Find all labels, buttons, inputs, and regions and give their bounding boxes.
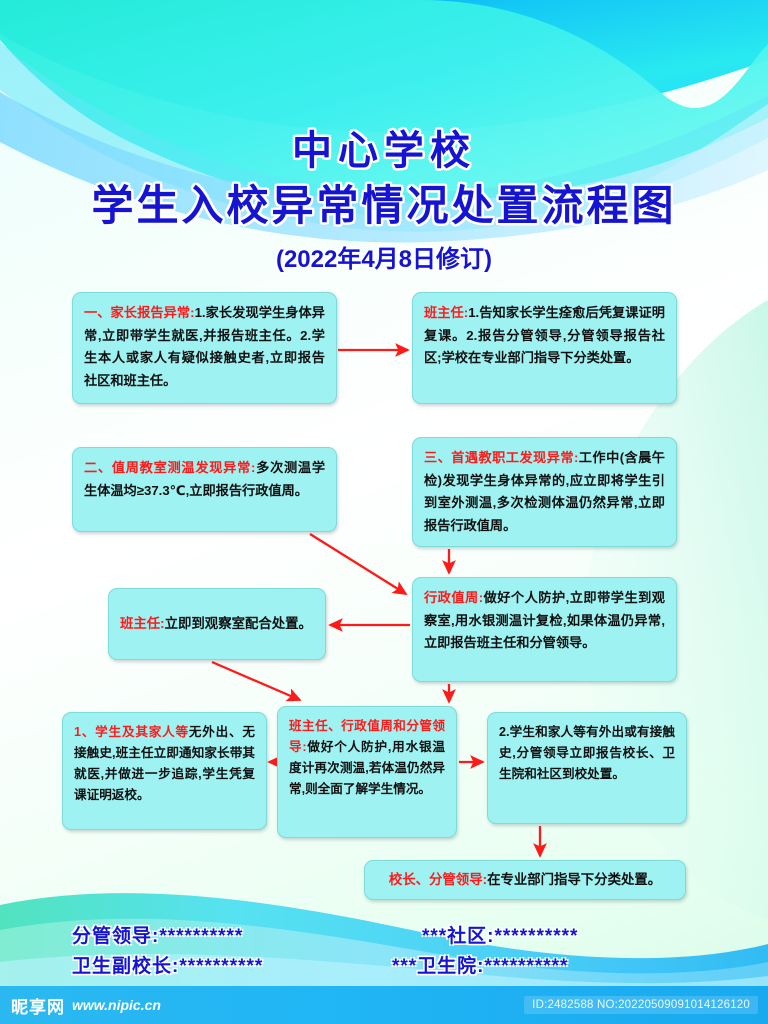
title-line-school: 中心学校 xyxy=(292,129,476,173)
flow-box-admin-duty-heading: 行政值周: xyxy=(424,590,484,605)
flow-box-parent-report: 一、家长报告异常:1.家长发现学生身体异常,立即带学生就医,并报告班主任。2.学… xyxy=(72,292,337,404)
flow-box-teacher-observe-body: 立即到观察室配合处置。 xyxy=(164,615,312,631)
flow-box-case-one-body: 无外出、无接触史,班主任立即通知家长带其就医,并做进一步追踪,学生凭复课证明返校… xyxy=(74,725,256,803)
flow-box-admin-duty: 行政值周:做好个人防护,立即带学生到观察室,用水银测温计复检,如果体温仍异常,立… xyxy=(412,577,677,682)
flow-box-case-one: 1、学生及其家人等无外出、无接触史,班主任立即通知家长带其就医,并做进一步追踪,… xyxy=(62,712,267,830)
flow-box-admin-duty-body: 做好个人防护,立即带学生到观察室,用水银测温计复检,如果体温仍异常,立即报告班主… xyxy=(424,590,665,651)
page-title: 中心学校 学生入校异常情况处置流程图 (2022年4月8日修订) xyxy=(0,128,768,274)
flow-box-case-middle-heading: 班主任、行政值周和分管领导: xyxy=(289,719,445,755)
title-line-revision: (2022年4月8日修订) xyxy=(275,245,493,273)
flow-box-weekly-duty-classroom-heading: 二、值周教室测温发现异常: xyxy=(84,460,256,475)
flow-box-case-two-body: 2.学生和家人等有外出或有接触史,分管领导立即报告校长、卫生院和社区到校处置。 xyxy=(499,725,675,782)
flow-box-parent-report-body: 1.家长发现学生身体异常,立即带学生就医,并报告班主任。2.学生本人或家人有疑似… xyxy=(84,305,325,389)
flow-box-staff-first-contact-heading: 三、首遇教职工发现异常: xyxy=(424,450,579,465)
flow-box-principal-heading: 校长、分管领导: xyxy=(388,872,488,888)
watermark-id-badge: ID:2482588 NO:20220509091014126120 xyxy=(524,996,758,1014)
footer-health-center: ***卫生院:********** xyxy=(392,956,569,977)
nipic-url: www.nipic.cn xyxy=(72,997,161,1013)
footer-supervising-leader: 分管领导:********** xyxy=(72,926,244,947)
flow-box-case-middle-body: 做好个人防护,用水银温度计再次测温,若体温仍然异常,则全面了解学生情况。 xyxy=(289,740,445,797)
footer-community: ***社区:********** xyxy=(422,926,579,947)
flow-box-teacher-observe: 班主任:立即到观察室配合处置。 xyxy=(108,588,326,660)
flow-box-staff-first-contact-body: 工作中(含晨午检)发现学生身体异常的,应立即将学生引到室外测温,多次检测体温仍然… xyxy=(424,450,665,534)
flow-box-teacher-response-heading: 班主任: xyxy=(424,305,469,320)
flow-box-principal-body: 在专业部门指导下分类处置。 xyxy=(487,872,662,888)
footer-health-vice-principal: 卫生副校长:********** xyxy=(72,956,264,977)
flow-box-case-one-heading: 1、学生及其家人等 xyxy=(74,725,189,739)
flow-box-staff-first-contact: 三、首遇教职工发现异常:工作中(含晨午检)发现学生身体异常的,应立即将学生引到室… xyxy=(412,437,677,547)
flow-box-principal: 校长、分管领导:在专业部门指导下分类处置。 xyxy=(364,860,686,900)
flow-box-weekly-duty-classroom: 二、值周教室测温发现异常:多次测温学生体温均≥37.3℃,立即报告行政值周。 xyxy=(72,447,337,532)
flow-box-teacher-response-body: 1.告知家长学生痊愈后凭复课证明复课。2.报告分管领导,分管领导报告社区;学校在… xyxy=(424,305,665,366)
nipic-logo: 昵享网 xyxy=(11,997,65,1017)
flow-box-teacher-observe-heading: 班主任: xyxy=(120,615,165,631)
watermark-bar: 昵享网 www.nipic.cn ID:2482588 NO:202205090… xyxy=(0,986,768,1024)
flow-box-parent-report-heading: 一、家长报告异常: xyxy=(84,305,195,320)
flow-box-case-two: 2.学生和家人等有外出或有接触史,分管领导立即报告校长、卫生院和社区到校处置。 xyxy=(487,712,687,824)
flow-box-teacher-response: 班主任:1.告知家长学生痊愈后凭复课证明复课。2.报告分管领导,分管领导报告社区… xyxy=(412,292,677,404)
title-line-main: 学生入校异常情况处置流程图 xyxy=(91,182,677,229)
flow-box-weekly-duty-classroom-body: 多次测温学生体温均≥37.3℃,立即报告行政值周。 xyxy=(84,460,326,498)
flow-box-case-middle: 班主任、行政值周和分管领导:做好个人防护,用水银温度计再次测温,若体温仍然异常,… xyxy=(277,706,457,838)
